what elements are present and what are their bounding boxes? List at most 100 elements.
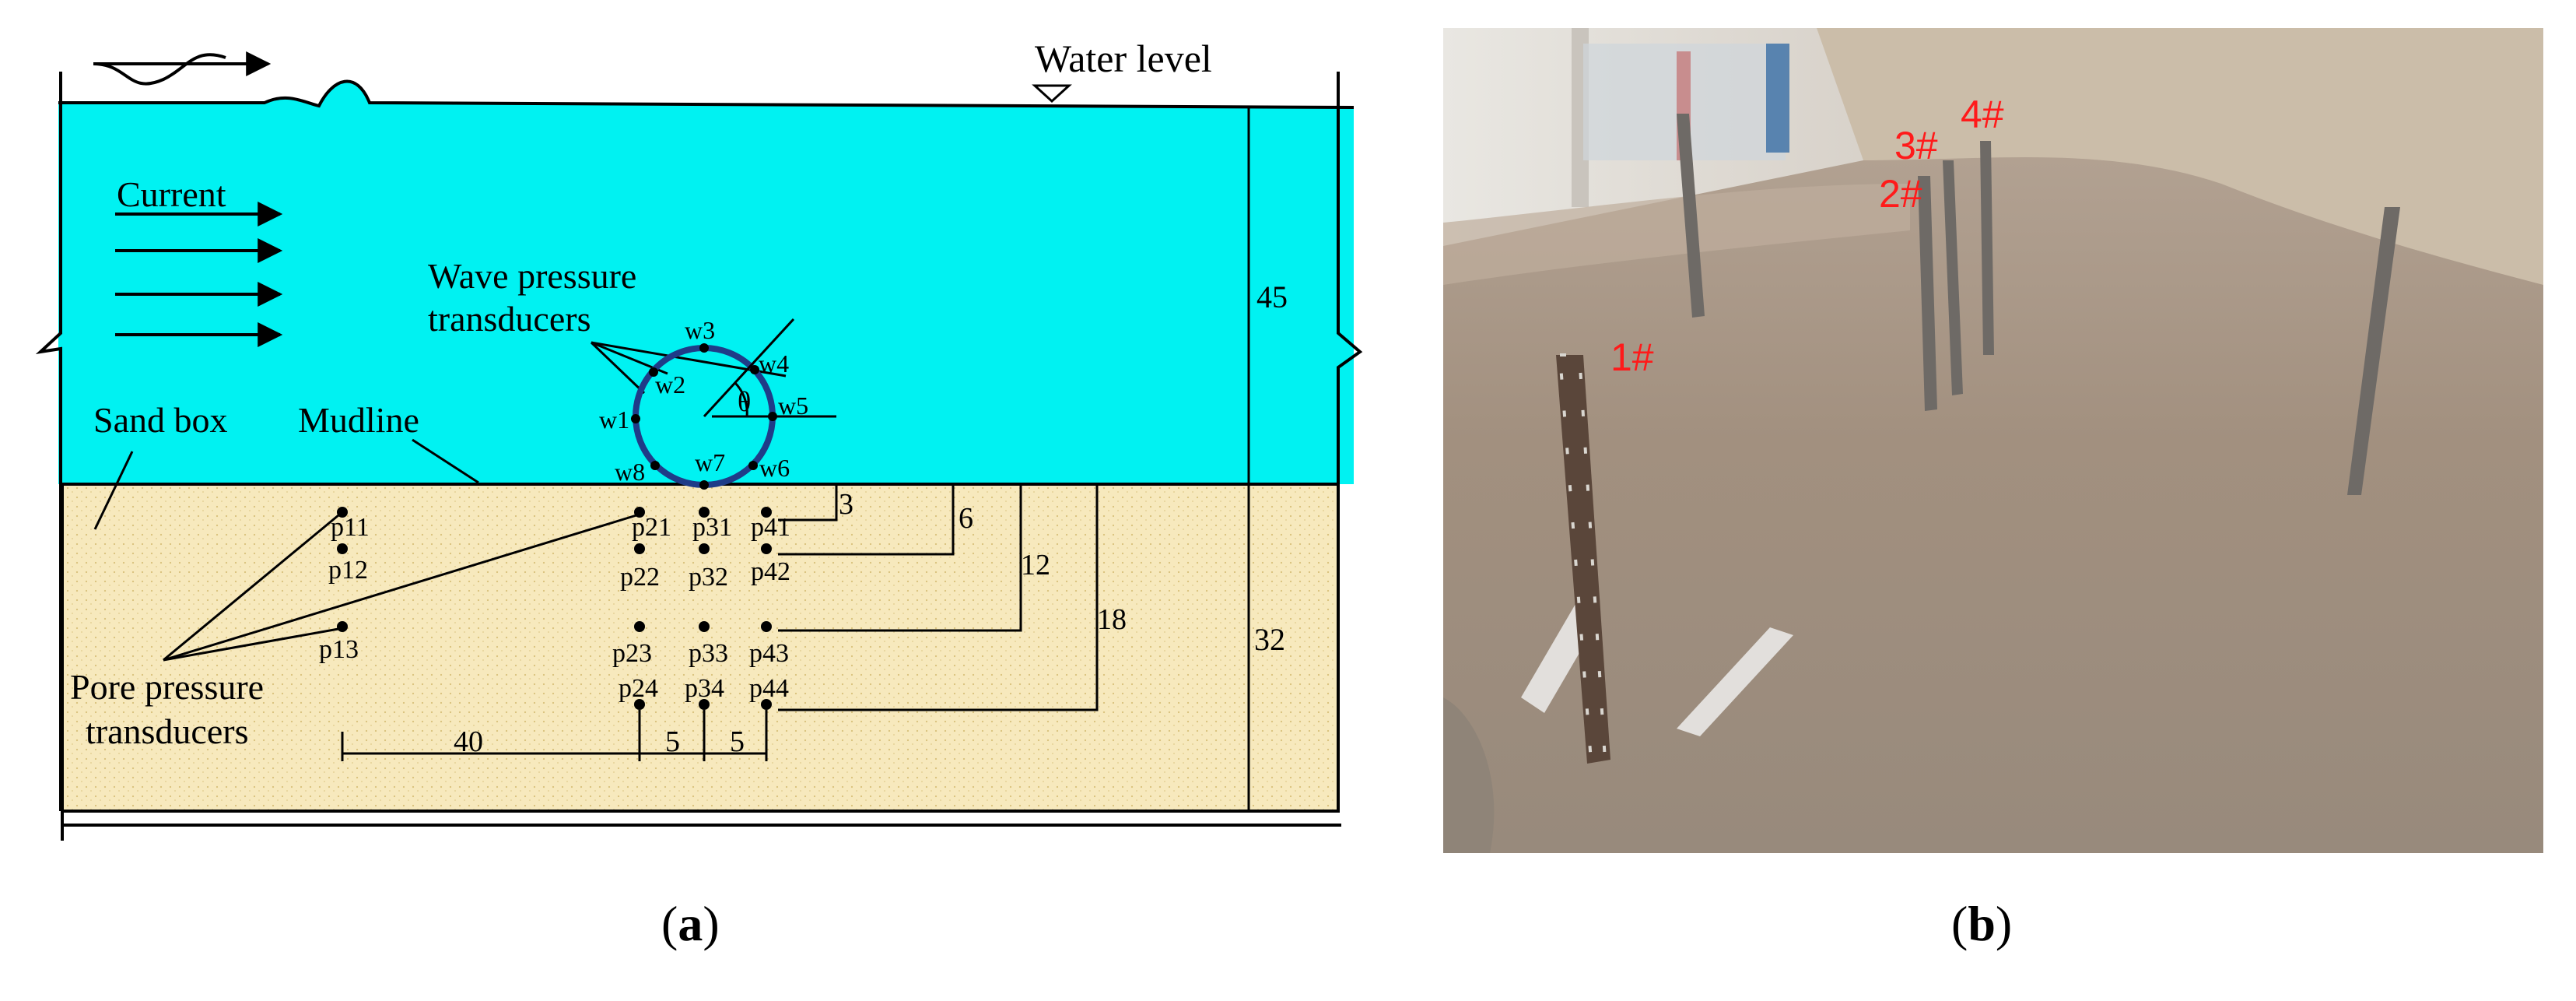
label-p13: p13 — [319, 635, 359, 664]
sand-box-leader — [93, 451, 134, 530]
caption-b: (b) — [1951, 896, 2013, 951]
dim-label-12: 12 — [1021, 549, 1050, 581]
transducer-p13 — [337, 621, 348, 632]
photo-reflection-2 — [1677, 627, 1793, 736]
theta-label: θ — [738, 386, 751, 417]
theta-ray — [703, 318, 795, 418]
transducer-p42 — [761, 543, 772, 554]
label-p31: p31 — [692, 513, 732, 542]
photo-blue-object — [1766, 44, 1789, 153]
transducer-p34 — [699, 699, 710, 710]
label-p21: p21 — [632, 513, 671, 542]
label-p43: p43 — [749, 639, 789, 668]
dim-label-5b: 5 — [730, 725, 745, 758]
caption-a: (a) — [661, 896, 720, 951]
label-w6: w6 — [759, 454, 790, 482]
transducer-p11 — [337, 507, 348, 518]
transducer-p21 — [634, 507, 645, 518]
pile-label-2: 2# — [1879, 172, 1922, 216]
dim-line-3 — [778, 484, 838, 522]
pore-leader-2 — [163, 514, 637, 662]
theta-arc — [734, 381, 748, 417]
pore-transducer-points — [337, 507, 772, 710]
pile-label-4: 4# — [1961, 93, 2004, 136]
transducer-p24 — [634, 699, 645, 710]
water-body — [58, 81, 1354, 484]
transducer-w4 — [750, 365, 759, 374]
transducer-p32 — [699, 543, 710, 554]
label-w5: w5 — [778, 392, 808, 420]
label-p44: p44 — [749, 674, 789, 703]
caption-b-letter: b — [1968, 896, 1996, 951]
label-w4: w4 — [759, 349, 789, 378]
label-p24: p24 — [619, 674, 658, 703]
pore-leader-1 — [163, 514, 339, 662]
pore-pressure-label-1: Pore pressure — [70, 667, 264, 707]
mudline-leader — [412, 438, 479, 484]
dim-label-18: 18 — [1097, 603, 1127, 636]
photo-pile-2 — [1918, 176, 1937, 411]
label-p42: p42 — [751, 557, 790, 586]
current-label: Current — [117, 174, 226, 214]
transducer-p31 — [699, 507, 710, 518]
label-w7: w7 — [695, 448, 725, 476]
transducer-p44 — [761, 699, 772, 710]
caption-a-letter: a — [678, 896, 703, 951]
mudline-label: Mudline — [298, 400, 419, 440]
transducer-w7 — [699, 480, 709, 490]
transducer-p43 — [761, 621, 772, 632]
pile-label-3: 3# — [1894, 124, 1938, 167]
label-p22: p22 — [620, 563, 660, 592]
transducer-w3 — [699, 343, 709, 353]
pore-leader-3 — [163, 627, 339, 662]
photo-sand-mound — [1817, 28, 2543, 285]
transducer-w5 — [768, 412, 777, 421]
water-surface — [58, 79, 1355, 109]
label-w8: w8 — [615, 458, 645, 486]
label-p41: p41 — [751, 513, 790, 542]
photo-pile-3 — [1943, 160, 1963, 395]
transducer-w2 — [649, 367, 658, 377]
photo-pile-4 — [1980, 141, 1994, 355]
label-w1: w1 — [599, 406, 629, 434]
transducer-p12 — [337, 543, 348, 554]
water-level-label: Water level — [1035, 37, 1212, 80]
photo-sand-ridge — [1443, 184, 1910, 285]
dim-label-40: 40 — [454, 725, 483, 758]
wave-pressure-label-1: Wave pressure — [428, 256, 636, 296]
dim-label-45: 45 — [1256, 279, 1288, 314]
diagram-panel-a: Water level Current Wave pressure transd… — [35, 37, 1363, 841]
sand-box-label: Sand box — [93, 400, 228, 440]
dim-label-5a: 5 — [665, 725, 680, 758]
label-p12: p12 — [328, 556, 368, 585]
label-w3: w3 — [685, 316, 715, 344]
transducer-p22 — [634, 543, 645, 554]
wave-leader-2 — [590, 341, 646, 395]
dim-line-12 — [778, 484, 1022, 632]
dim-label-6: 6 — [959, 502, 973, 535]
label-p33: p33 — [689, 639, 728, 668]
wave-pressure-label-2: transducers — [428, 299, 591, 339]
transducer-w6 — [748, 461, 758, 470]
water-level-symbol — [1032, 84, 1072, 104]
label-w2: w2 — [655, 371, 685, 399]
transducer-p33 — [699, 621, 710, 632]
sand-box — [61, 483, 1340, 813]
transducer-p41 — [761, 507, 772, 518]
left-wall — [35, 72, 62, 811]
photo-foreground-sand — [1443, 697, 1495, 853]
label-p23: p23 — [612, 639, 652, 668]
dim-line-18 — [778, 484, 1099, 711]
dim-line-6 — [778, 484, 955, 556]
photo-pile-right — [2347, 207, 2400, 495]
pile-label-1: 1# — [1610, 335, 1654, 379]
wave-icon — [93, 53, 226, 86]
transducer-p23 — [634, 621, 645, 632]
dim-label-32: 32 — [1254, 622, 1285, 657]
photo-pile-back-left — [1677, 114, 1705, 318]
depth-dimensions — [778, 483, 1105, 711]
label-p32: p32 — [689, 563, 728, 592]
transducer-w8 — [650, 461, 660, 470]
label-p34: p34 — [685, 674, 724, 703]
photo-panel-b: 1# 2# 3# 4# — [1443, 28, 2543, 853]
